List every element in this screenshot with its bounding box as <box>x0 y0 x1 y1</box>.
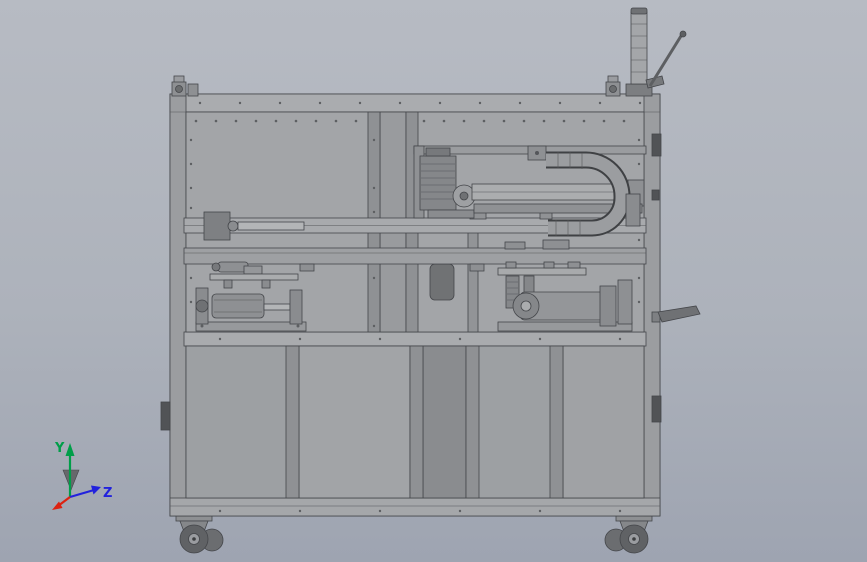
right-column <box>643 93 661 517</box>
caster-left[interactable] <box>175 513 224 554</box>
left-cylinder-assembly[interactable] <box>195 287 307 332</box>
lower-frame-bays <box>185 345 645 499</box>
side-handle[interactable] <box>651 305 701 323</box>
dark-bay <box>422 345 467 499</box>
rail-lower <box>183 247 647 265</box>
bottom-beam <box>169 497 661 517</box>
lifting-brackets <box>171 75 621 97</box>
top-beam <box>169 93 661 113</box>
signal-tower[interactable] <box>625 7 653 97</box>
mid-beam <box>183 331 647 347</box>
motor <box>419 155 457 211</box>
x-axis-arrowhead <box>52 501 63 510</box>
panel-holes <box>189 101 642 513</box>
cylinder-body <box>211 293 265 319</box>
z-axis-arrowhead <box>91 485 101 495</box>
machine-assembly[interactable] <box>160 7 701 554</box>
z-axis-arrow <box>69 488 95 499</box>
left-fixture[interactable] <box>209 261 299 289</box>
dark-slot <box>429 263 455 301</box>
antenna-rod[interactable] <box>645 30 687 89</box>
left-column <box>169 93 187 517</box>
edge-details <box>160 133 662 431</box>
orientation-triad: Y Z <box>52 441 112 510</box>
actuator-motor <box>203 211 231 241</box>
conveyor-assembly[interactable] <box>413 145 647 219</box>
right-press-assembly[interactable] <box>497 261 633 332</box>
left-actuator[interactable] <box>203 211 305 241</box>
caster-right[interactable] <box>604 513 653 554</box>
z-axis-label: Z <box>103 486 112 501</box>
y-axis-label: Y <box>54 441 65 456</box>
y-axis-arrowhead <box>65 443 75 456</box>
cable-chain[interactable] <box>546 151 641 237</box>
